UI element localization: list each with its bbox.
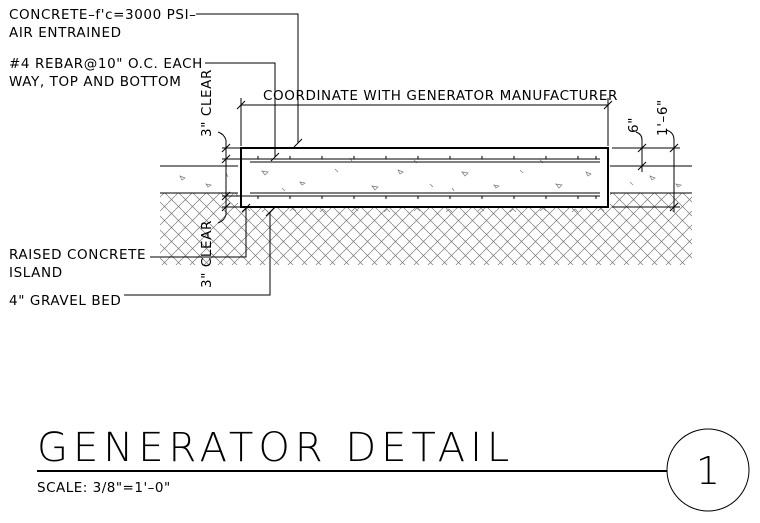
soil-hatch-right (610, 193, 692, 265)
note-island-2: ISLAND (9, 265, 63, 281)
gravel-bed-hatch (238, 207, 610, 265)
dim-six-inch: 6" (626, 117, 642, 133)
coordinate-label: COORDINATE WITH GENERATOR MANUFACTURER (263, 88, 618, 104)
gravel-leader (124, 212, 271, 296)
concrete-leader (196, 13, 299, 143)
top-rebar (250, 156, 600, 163)
scale-label: SCALE: 3/8"=1'–0" (37, 480, 171, 496)
note-concrete-1: CONCRETE–f'c=3000 PSI– (9, 7, 197, 23)
detail-number-circle (666, 428, 750, 512)
dim-one-six: 1'–6" (655, 99, 671, 136)
note-gravel: 4" GRAVEL BED (9, 293, 121, 309)
slab-aggregate-marks (179, 172, 682, 188)
note-rebar-1: #4 REBAR@10" O.C. EACH (9, 56, 203, 72)
adjacent-slab-right (610, 165, 692, 194)
adjacent-slab-left (160, 165, 238, 194)
clear-top-label: 3" CLEAR (199, 69, 215, 137)
bottom-rebar (250, 192, 600, 199)
soil-hatch-left (160, 193, 238, 265)
note-concrete-2: AIR ENTRAINED (9, 25, 122, 41)
detail-number: 1 (696, 449, 720, 493)
coordinate-dimension (236, 98, 613, 146)
left-clear-dimensions (217, 131, 250, 224)
clear-bottom-label: 3" CLEAR (199, 220, 215, 288)
drawing-title: GENERATOR DETAIL (37, 425, 514, 471)
island-leader (150, 208, 247, 258)
right-dimensions (612, 129, 680, 212)
concrete-island (240, 147, 609, 208)
note-rebar-2: WAY, TOP AND BOTTOM (9, 74, 182, 90)
note-island-1: RAISED CONCRETE (9, 247, 146, 263)
rebar-leader (205, 62, 276, 157)
